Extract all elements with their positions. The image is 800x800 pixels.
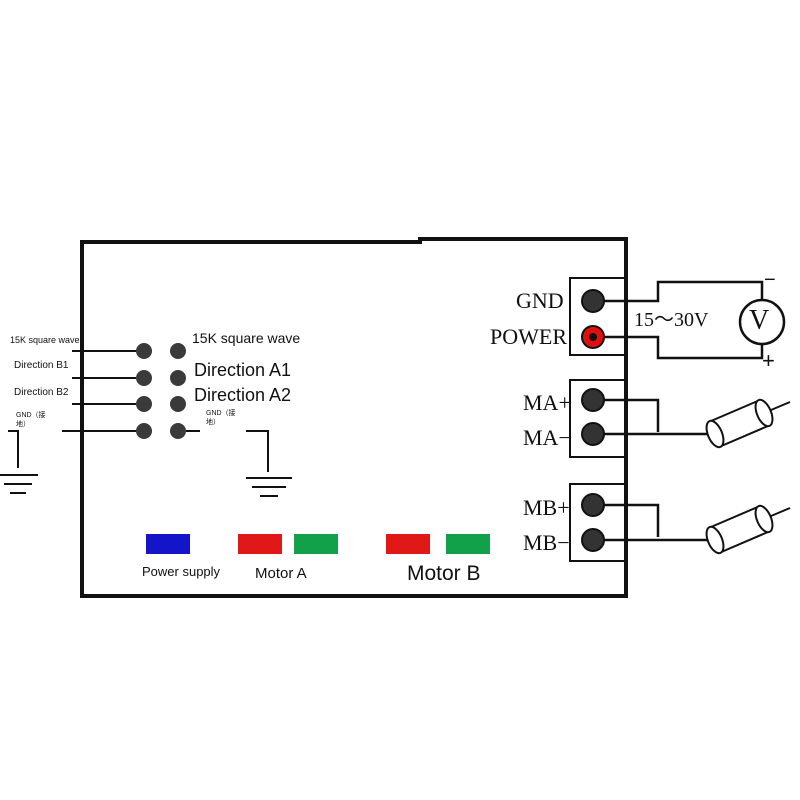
- motor-a-cylinder: [705, 398, 791, 449]
- header-pin-a-wave: [170, 343, 186, 359]
- label-gnd-left: GND（接地）: [16, 412, 46, 428]
- label-gnd-center: GND（接地）: [206, 410, 236, 426]
- ma-minus-terminal-screw: [581, 422, 605, 446]
- ma-plus-terminal-screw: [581, 388, 605, 412]
- label-square-wave-a: 15K square wave: [192, 330, 301, 346]
- mb-minus-terminal-screw: [581, 528, 605, 552]
- header-pin-b2: [136, 396, 152, 412]
- label-mb-minus: MB−: [523, 530, 570, 555]
- header-pin-b-wave: [136, 343, 152, 359]
- motor-b-wiring: [604, 503, 710, 542]
- motor-b-green-led: [446, 534, 490, 554]
- label-square-wave-b: 15K square wave: [10, 335, 80, 345]
- label-power-supply: Power supply: [142, 564, 221, 579]
- label-ma-minus: MA−: [523, 425, 571, 450]
- mb-plus-terminal-screw: [581, 493, 605, 517]
- label-minus-sign: −: [764, 269, 776, 291]
- voltmeter-circle: [738, 298, 786, 346]
- power-indicator-led: [146, 534, 190, 554]
- gnd-terminal-screw: [581, 289, 605, 313]
- supply-wiring: [604, 280, 764, 360]
- label-direction-b2: Direction B2: [14, 387, 69, 398]
- header-pin-b1: [136, 370, 152, 386]
- left-signal-wires: [8, 350, 136, 468]
- motor-b-red-led: [386, 534, 430, 554]
- label-power-terminal: POWER: [490, 324, 567, 349]
- left-ground-symbol: [0, 474, 38, 494]
- motor-a-wiring: [604, 398, 710, 436]
- label-plus-sign: +: [762, 348, 775, 373]
- motor-a-red-led: [238, 534, 282, 554]
- label-ma-plus: MA+: [523, 390, 571, 415]
- label-direction-b1: Direction B1: [14, 360, 69, 371]
- label-motor-b: Motor B: [407, 562, 481, 585]
- header-pin-a1: [170, 370, 186, 386]
- label-voltage-range: 15～30V: [634, 309, 709, 331]
- label-motor-a: Motor A: [255, 565, 307, 582]
- board-outline: [80, 237, 628, 598]
- label-direction-a1: Direction A1: [194, 360, 292, 380]
- center-ground-wire: [186, 430, 269, 472]
- motor-b-cylinder: [705, 504, 791, 555]
- label-direction-a2: Direction A2: [194, 385, 292, 405]
- motor-b-terminal-block: [569, 483, 626, 562]
- voltmeter-symbol: V: [749, 305, 770, 336]
- label-mb-plus: MB+: [523, 495, 570, 520]
- center-ground-symbol: [246, 477, 292, 497]
- header-pin-a2: [170, 396, 186, 412]
- header-pin-a-gnd: [170, 423, 186, 439]
- header-pin-b-gnd: [136, 423, 152, 439]
- label-gnd-terminal: GND: [516, 288, 564, 313]
- motor-a-green-led: [294, 534, 338, 554]
